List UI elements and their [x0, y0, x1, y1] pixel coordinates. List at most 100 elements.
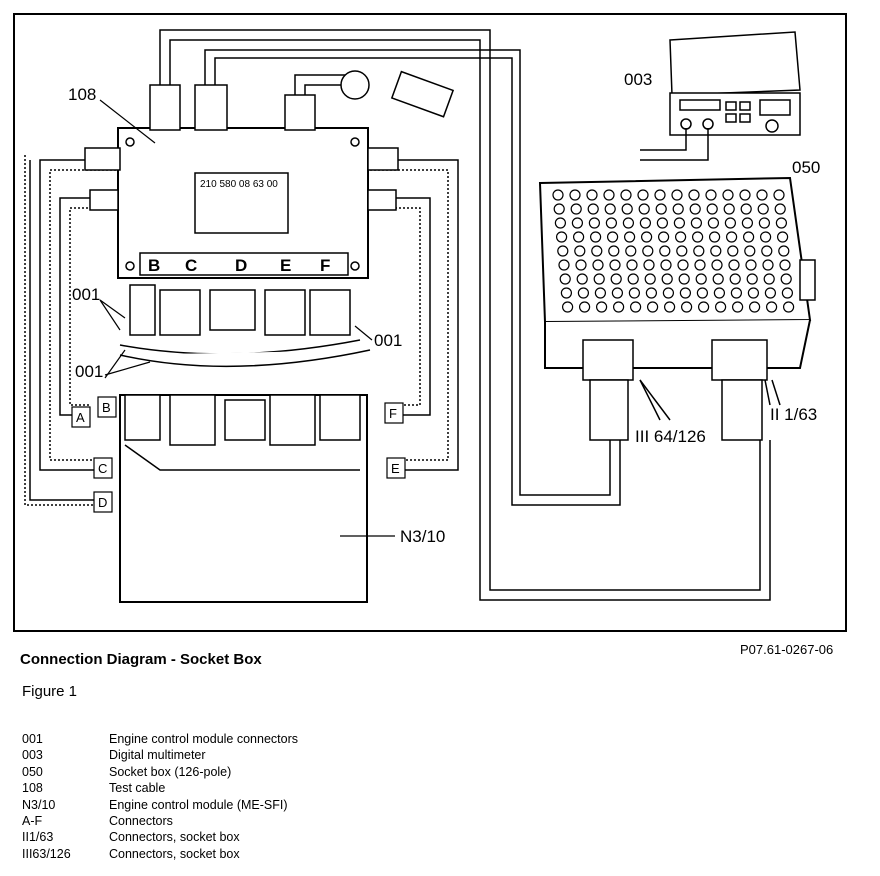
socket-hole [781, 287, 794, 299]
label-ecm-connectors-1: 001 [72, 285, 100, 304]
socket-hole [660, 259, 672, 271]
screws [125, 137, 360, 271]
socket-hole [697, 301, 710, 313]
socket-hole [574, 245, 586, 257]
socket-hole [677, 259, 689, 271]
connector-a-side: A [76, 410, 85, 425]
socket-hole [778, 245, 790, 257]
socket-hole [662, 287, 675, 299]
socket-hole [622, 217, 635, 229]
socket-hole [578, 301, 591, 313]
socket-hole [776, 231, 789, 243]
socket-hole [623, 231, 636, 243]
label-socket-connector-ii: II 1/63 [770, 405, 817, 424]
label-socket-box: 050 [792, 158, 820, 177]
socket-hole [747, 287, 760, 299]
caption-title: Connection Diagram - Socket Box [20, 651, 262, 668]
socket-hole [642, 245, 654, 257]
label-ecm-connectors-3: 001 [75, 362, 103, 381]
socket-hole [592, 259, 604, 271]
socket-hole [663, 301, 676, 313]
module-plate-number: 210 580 08 63 00 [200, 179, 278, 190]
socket-hole [676, 245, 688, 257]
socket-hole [604, 203, 616, 215]
socket-hole [661, 273, 673, 285]
socket-hole [644, 273, 656, 285]
socket-hole [757, 203, 769, 215]
label-test-cable: 108 [68, 85, 96, 104]
figure-number: Figure 1 [22, 683, 78, 700]
leader-lines [99, 99, 395, 537]
connector-d-top: D [235, 256, 247, 275]
socket-hole [742, 231, 755, 243]
label-multimeter: 003 [624, 70, 652, 89]
socket-hole [782, 301, 795, 313]
socket-hole [628, 287, 641, 299]
connector-e-side: E [391, 461, 400, 476]
socket-hole [724, 217, 737, 229]
socket-hole [576, 273, 588, 285]
figure-reference: P07.61-0267-06 [740, 642, 834, 657]
socket-hole [762, 259, 774, 271]
wiring-harness [24, 155, 459, 506]
socket-hole [741, 217, 754, 229]
socket-hole [621, 203, 633, 215]
socket-hole [774, 203, 786, 215]
socket-hole [612, 301, 625, 313]
socket-hole [710, 245, 722, 257]
socket-hole [558, 259, 570, 271]
socket-hole [657, 231, 670, 243]
socket-hole [758, 217, 771, 229]
side-connector-tags [71, 396, 406, 513]
socket-hole [594, 287, 607, 299]
socket-hole [659, 245, 671, 257]
socket-hole [756, 189, 768, 201]
socket-hole [727, 245, 739, 257]
socket-hole [779, 259, 791, 271]
socket-hole [627, 273, 639, 285]
socket-hole [740, 203, 752, 215]
socket-box-connectors [582, 339, 781, 441]
socket-hole [587, 203, 599, 215]
socket-hole [694, 259, 706, 271]
socket-hole [625, 245, 637, 257]
socket-hole [739, 189, 751, 201]
socket-hole [722, 189, 734, 201]
connector-f-top: F [320, 256, 330, 275]
socket-hole [725, 231, 738, 243]
socket-hole [690, 217, 703, 229]
socket-hole [689, 203, 701, 215]
socket-hole [555, 231, 568, 243]
socket-hole [656, 217, 669, 229]
socket-hole [559, 273, 571, 285]
socket-hole [620, 189, 632, 201]
socket-hole [655, 203, 667, 215]
socket-hole [706, 203, 718, 215]
socket-hole [748, 301, 761, 313]
socket-hole [569, 189, 581, 201]
ecm-connector-cluster-lower [124, 394, 361, 471]
connection-diagram: 210 580 08 63 00 [13, 13, 847, 632]
socket-hole [714, 301, 727, 313]
socket-hole [674, 231, 687, 243]
socket-hole [746, 273, 758, 285]
connector-c-side: C [98, 461, 107, 476]
diagram-frame [13, 13, 847, 632]
ecm-connector-cluster-upper [119, 284, 371, 368]
socket-hole [705, 189, 717, 201]
diagnostic-plug [340, 70, 455, 118]
socket-hole [731, 301, 744, 313]
socket-hole [575, 259, 587, 271]
socket-hole [553, 203, 565, 215]
socket-hole [775, 217, 788, 229]
multimeter-leads [640, 128, 709, 161]
connector-strip [139, 252, 349, 276]
label-socket-connector-iii: III 64/126 [635, 427, 706, 446]
socket-hole [638, 203, 650, 215]
label-ecm: N3/10 [400, 527, 445, 546]
socket-hole [639, 217, 652, 229]
